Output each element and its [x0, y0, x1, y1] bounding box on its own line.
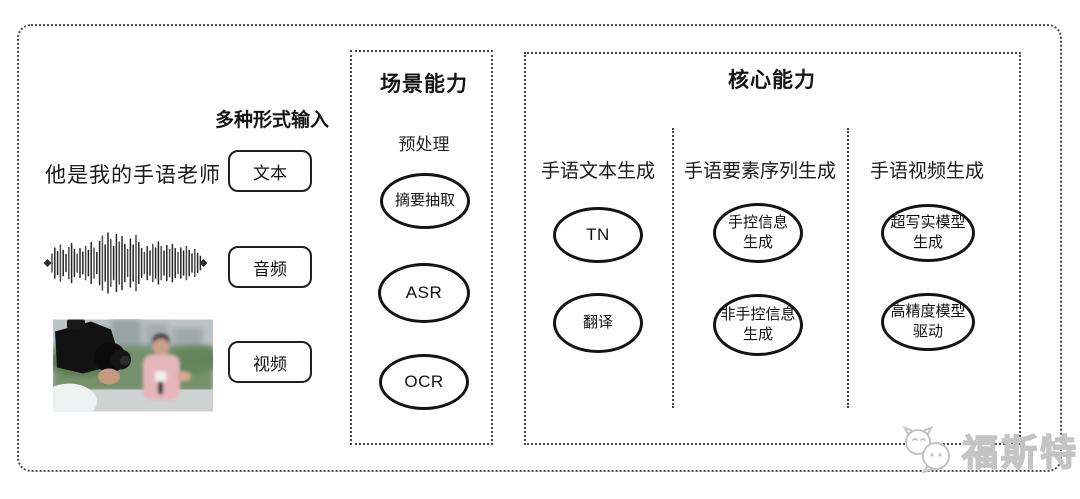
node-non-manual-info-generation: 非手控信息 生成	[713, 294, 803, 356]
node-manual-info-generation-line2: 生成	[742, 234, 773, 251]
watermark: 福斯特	[898, 424, 1079, 476]
node-manual-info-generation: 手控信息 生成	[713, 203, 803, 263]
node-hyperrealistic-model-generation-line1: 超写实模型	[890, 213, 966, 231]
scene-box-title: 场景能力	[380, 73, 468, 96]
node-translation: 翻译	[553, 293, 643, 353]
core-column-header-video-generation: 手语视频生成	[869, 161, 985, 182]
input-pill-audio-label: 音频	[253, 259, 287, 279]
watermark-logo-icon	[902, 426, 950, 474]
node-high-precision-model-driving: 高精度模型 驱动	[881, 293, 975, 351]
node-non-manual-info-generation-line2: 生成	[742, 326, 773, 343]
node-ocr: OCR	[379, 354, 469, 410]
node-hyperrealistic-model-generation: 超写实模型 生成	[881, 204, 975, 262]
node-summary-extraction: 摘要抽取	[380, 173, 470, 229]
example-sentence: 他是我的手语老师	[45, 164, 221, 187]
node-hyperrealistic-model-generation-line2: 生成	[912, 234, 943, 251]
core-column-separator-2	[847, 128, 849, 408]
node-manual-info-generation-line1: 手控信息	[727, 213, 788, 231]
node-high-precision-model-driving-line2: 驱动	[912, 323, 943, 340]
node-ocr-label: OCR	[404, 371, 444, 391]
node-asr-label: ASR	[405, 282, 443, 302]
core-column-header-text-generation: 手语文本生成	[540, 161, 656, 182]
scene-capability-box	[350, 50, 493, 445]
video-thumbnail	[53, 319, 213, 412]
input-pill-text: 文本	[228, 150, 312, 192]
scene-box-subtitle: 预处理	[398, 135, 450, 154]
watermark-text: 福斯特	[961, 431, 1080, 474]
input-pill-audio: 音频	[228, 246, 312, 288]
input-pill-video: 视频	[228, 341, 312, 383]
core-column-header-element-sequence-generation: 手语要素序列生成	[683, 161, 837, 182]
core-box-title: 核心能力	[728, 69, 816, 92]
node-tn-label: TN	[586, 224, 610, 244]
node-summary-extraction-label: 摘要抽取	[394, 191, 455, 209]
input-section-label: 多种形式输入	[214, 110, 330, 131]
input-pill-video-label: 视频	[253, 354, 287, 374]
node-non-manual-info-generation-line1: 非手控信息	[720, 305, 796, 323]
core-capability-box	[524, 52, 1021, 445]
audio-waveform-illustration	[43, 232, 207, 294]
outer-frame	[17, 24, 1062, 472]
node-translation-label: 翻译	[582, 313, 613, 331]
node-tn: TN	[553, 207, 643, 263]
video-thumbnail-art	[53, 319, 213, 412]
core-column-separator-1	[672, 128, 674, 408]
node-asr: ASR	[378, 263, 470, 323]
input-pill-text-label: 文本	[253, 163, 287, 183]
node-high-precision-model-driving-line1: 高精度模型	[890, 302, 966, 320]
